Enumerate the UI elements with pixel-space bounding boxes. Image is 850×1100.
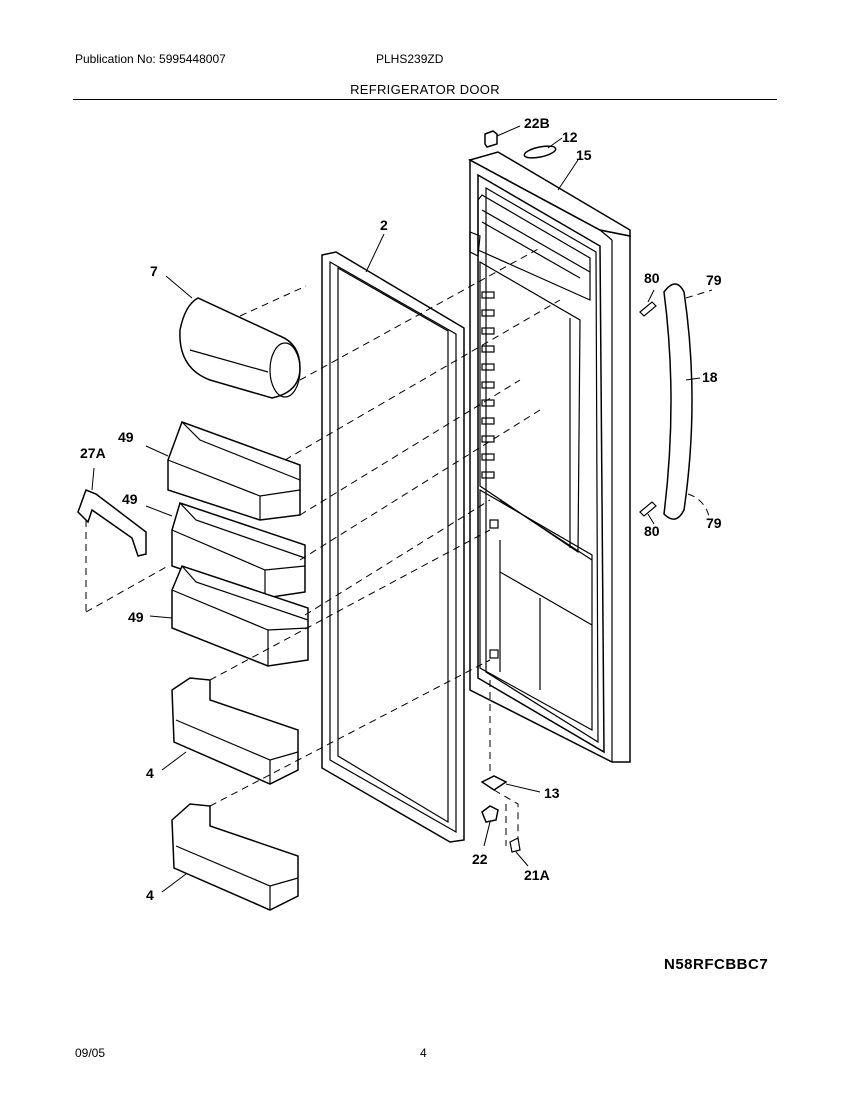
callout-22b: 22B — [524, 115, 550, 131]
diagram-code: N58RFCBBC7 — [664, 956, 769, 973]
part-12-cover — [523, 137, 563, 159]
callout-22: 22 — [472, 851, 488, 867]
bin-4-upper — [171, 677, 299, 785]
callout-80-bottom: 80 — [644, 523, 660, 539]
callout-2: 2 — [380, 217, 388, 233]
part-22-bushing — [481, 805, 499, 847]
callout-18: 18 — [702, 369, 718, 385]
callout-27a: 27A — [80, 445, 106, 461]
model-number: PLHS239ZD — [376, 52, 444, 66]
callout-49-top: 49 — [118, 429, 134, 445]
page-number: 4 — [420, 1046, 427, 1060]
door-gasket — [321, 233, 465, 843]
door-liner — [469, 173, 605, 754]
publication-number: Publication No: 5995448007 — [75, 52, 226, 66]
bin-4-lower — [171, 803, 299, 911]
part-22b-cap — [484, 125, 521, 148]
footer-date: 09/05 — [75, 1046, 106, 1060]
callout-21a: 21A — [524, 867, 550, 883]
callout-80-top: 80 — [644, 270, 660, 286]
callout-49-bottom: 49 — [128, 609, 144, 625]
callout-15: 15 — [576, 147, 592, 163]
header-rule — [73, 99, 777, 100]
callout-4-lower: 4 — [146, 887, 154, 903]
part-13-hinge — [480, 775, 541, 793]
callout-79-top: 79 — [706, 272, 722, 288]
liner-bin-rails — [481, 291, 499, 659]
callout-13: 13 — [544, 785, 560, 801]
bin-49-bottom — [171, 565, 309, 667]
callout-4-upper: 4 — [146, 765, 154, 781]
callout-79-bottom: 79 — [706, 515, 722, 531]
callout-12: 12 — [562, 129, 578, 145]
page-title: REFRIGERATOR DOOR — [350, 82, 500, 97]
callout-7: 7 — [150, 263, 158, 279]
part-80-screw-bottom — [639, 501, 657, 525]
assembly-lines — [85, 247, 561, 807]
part-80-screw-top — [639, 289, 657, 317]
callout-49-middle: 49 — [122, 491, 138, 507]
part-18-handle — [663, 283, 701, 520]
part-27a-retainer — [77, 467, 147, 557]
part-21a-screw — [509, 837, 529, 867]
part-7-cylinder — [165, 275, 301, 399]
